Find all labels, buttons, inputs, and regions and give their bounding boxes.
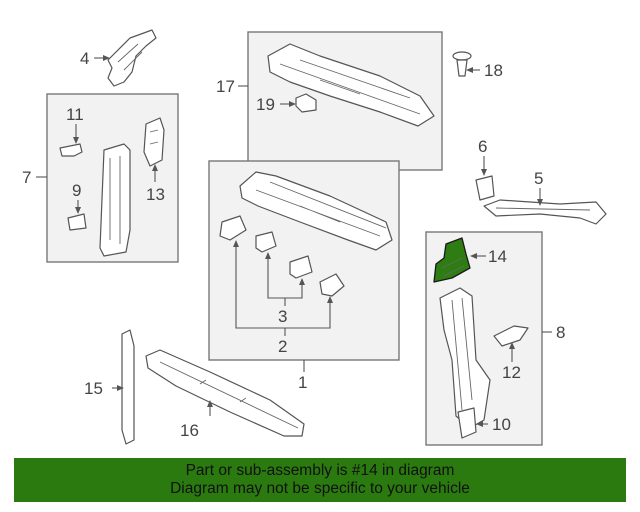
footer-line-2: Diagram may not be specific to your vehi… (170, 480, 470, 497)
part-16-lower-support[interactable] (145, 349, 305, 437)
callout-1: 1 (298, 373, 307, 392)
part-8-side-member[interactable] (439, 287, 491, 429)
part-4-bracket[interactable] (107, 29, 157, 87)
callout-3: 3 (278, 307, 287, 326)
part-11-clip[interactable] (59, 143, 83, 157)
callout-13: 13 (146, 185, 165, 204)
part-15-vertical-brace[interactable] (121, 329, 135, 445)
callout-10: 10 (492, 415, 511, 434)
callout-17: 17 (216, 77, 235, 96)
callout-4: 4 (80, 49, 89, 68)
callout-12: 12 (502, 363, 521, 382)
callout-6: 6 (478, 137, 487, 156)
part-3-bracket-b[interactable] (255, 231, 277, 253)
callout-18: 18 (484, 61, 503, 80)
footer-banner: Part or sub-assembly is #14 in diagram D… (14, 458, 626, 502)
callout-5: 5 (534, 169, 543, 188)
part-12-bracket[interactable] (493, 325, 529, 347)
callout-8: 8 (556, 323, 565, 342)
part-9-clip[interactable] (67, 213, 87, 231)
callout-7: 7 (22, 168, 31, 187)
part-3-bracket-c[interactable] (289, 255, 313, 279)
footer-line-1: Part or sub-assembly is #14 in diagram (185, 462, 455, 479)
part-7-side-member[interactable] (99, 143, 131, 257)
part-17-radiator-cover[interactable] (267, 43, 435, 127)
callout-2: 2 (278, 337, 287, 356)
part-2-bracket-d[interactable] (319, 273, 345, 297)
part-18-push-clip[interactable] (452, 51, 472, 77)
part-6-clip[interactable] (475, 175, 495, 201)
part-13-bracket[interactable] (143, 117, 165, 167)
part-19-clip[interactable] (295, 93, 317, 113)
callout-14: 14 (488, 247, 507, 266)
callout-11: 11 (66, 105, 84, 124)
callout-19: 19 (256, 95, 275, 114)
callout-15: 15 (84, 379, 103, 398)
part-2-bracket-a[interactable] (219, 215, 247, 241)
part-5-side-support[interactable] (483, 199, 607, 225)
part-10-bracket[interactable] (457, 407, 477, 439)
part-1-upper-support[interactable] (239, 171, 393, 251)
callout-9: 9 (72, 181, 81, 200)
part-14-highlighted-bracket[interactable] (433, 237, 471, 283)
callout-16: 16 (180, 421, 199, 440)
